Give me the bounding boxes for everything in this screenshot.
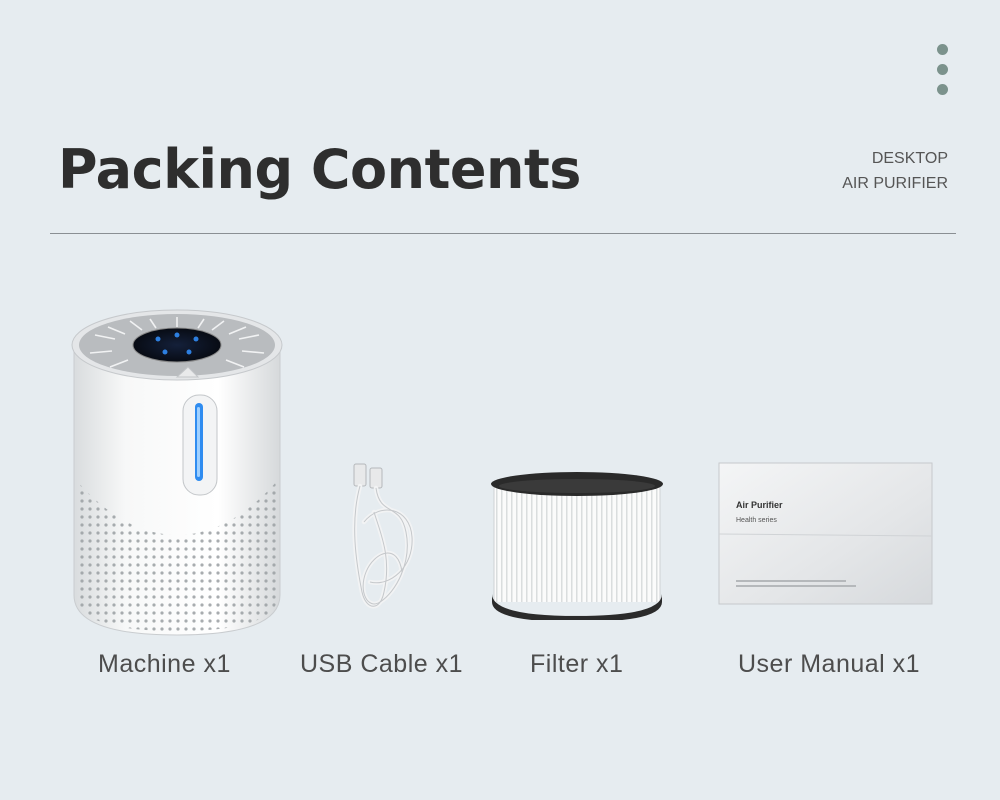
dot [937, 64, 948, 75]
page-title: Packing Contents [58, 138, 581, 201]
filter-label: Filter x1 [530, 650, 624, 678]
user-manual-label: User Manual x1 [738, 650, 921, 678]
tagline-line-1: DESKTOP [871, 150, 948, 167]
manual-cover-subtitle: Health series [736, 517, 777, 524]
tagline-line-2: AIR PURIFIER [842, 175, 948, 192]
machine-label: Machine x1 [98, 650, 231, 678]
air-purifier-image [70, 305, 284, 640]
vertical-dots-icon[interactable] [937, 44, 949, 104]
header-divider [50, 233, 956, 234]
user-manual-image: Air Purifier Health series [718, 462, 934, 606]
manual-cover-title: Air Purifier [736, 500, 783, 510]
usb-cable-label: USB Cable x1 [300, 650, 464, 678]
dot [937, 84, 948, 95]
filter-image [488, 470, 666, 620]
product-tagline: DESKTOP AIR PURIFIER [842, 146, 948, 196]
usb-cable-image [340, 462, 426, 620]
dot [937, 44, 948, 55]
